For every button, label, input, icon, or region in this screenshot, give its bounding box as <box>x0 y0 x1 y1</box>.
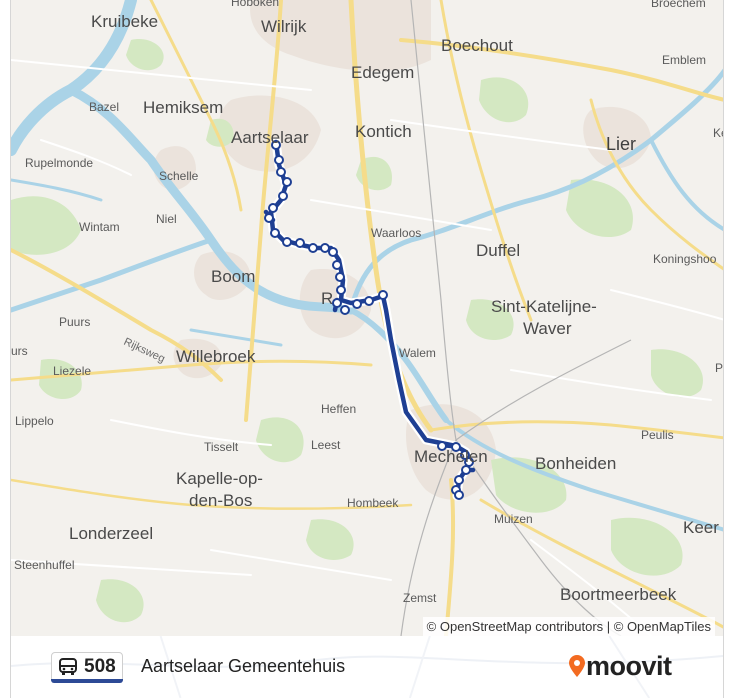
bus-stop-29 <box>454 490 464 500</box>
bus-stop-13 <box>328 247 338 257</box>
label-liezele: Liezele <box>53 364 91 378</box>
moovit-wordmark: moovit <box>586 650 672 681</box>
bus-icon <box>59 658 77 675</box>
label-rumst: R <box>321 289 333 308</box>
label-duffel: Duffel <box>476 241 520 260</box>
label-waarloos: Waarloos <box>371 226 421 240</box>
label-walem: Walem <box>399 346 436 360</box>
bus-stop-2 <box>274 155 284 165</box>
bus-stop-8 <box>270 228 280 238</box>
bus-stops <box>264 140 474 500</box>
label-waver: Waver <box>523 319 572 338</box>
label-koningshooikt: Koningshoo <box>653 252 717 266</box>
bus-stop-27 <box>454 475 464 485</box>
bus-stop-21 <box>378 290 388 300</box>
bus-stop-3 <box>276 167 286 177</box>
label-boom: Boom <box>211 267 255 286</box>
label-lippelo: Lippelo <box>15 414 54 428</box>
label-willebroek: Willebroek <box>176 347 256 366</box>
bus-stop-6 <box>268 203 278 213</box>
label-hombeek: Hombeek <box>347 496 399 510</box>
bus-stop-4 <box>282 177 292 187</box>
route-number: 508 <box>84 656 116 677</box>
label-peulis: Peulis <box>641 428 674 442</box>
moovit-pin-icon <box>569 655 585 677</box>
bus-stop-16 <box>336 285 346 295</box>
label-zemst: Zemst <box>403 591 437 605</box>
label-broechem: Broechem <box>651 0 706 10</box>
bus-stop-14 <box>332 260 342 270</box>
label-urs: urs <box>11 344 28 358</box>
bus-stop-5 <box>278 191 288 201</box>
bus-stop-9 <box>282 237 292 247</box>
label-rupelmonde: Rupelmonde <box>25 156 93 170</box>
label-kapelle-2: den-Bos <box>189 491 252 510</box>
map-attribution[interactable]: © OpenStreetMap contributors | © OpenMap… <box>422 617 715 636</box>
route-footer: 508 Aartselaar Gemeentehuis moovit <box>10 636 724 698</box>
label-boechout: Boechout <box>441 36 513 55</box>
label-kontich: Kontich <box>355 122 412 141</box>
bus-stop-19 <box>352 299 362 309</box>
label-sint-katelijne: Sint-Katelijne- <box>491 297 597 316</box>
label-tisselt: Tisselt <box>204 440 239 454</box>
label-schelle: Schelle <box>159 169 199 183</box>
label-kruibeke: Kruibeke <box>91 12 158 31</box>
bus-stop-1 <box>271 140 281 150</box>
label-keerbergen: Keer <box>683 518 719 537</box>
label-leest: Leest <box>311 438 341 452</box>
bus-stop-7 <box>264 213 274 223</box>
bus-stop-22 <box>437 441 447 451</box>
label-bazel: Bazel <box>89 100 119 114</box>
route-name: Aartselaar Gemeentehuis <box>141 656 346 676</box>
route-badge[interactable]: 508 <box>51 652 123 683</box>
bus-stop-23 <box>451 442 461 452</box>
bus-stop-17 <box>332 298 342 308</box>
bus-stop-18 <box>340 305 350 315</box>
major-roads <box>11 0 723 636</box>
label-emblem: Emblem <box>662 53 706 67</box>
label-muizen: Muizen <box>494 512 533 526</box>
label-puurs: Puurs <box>59 315 90 329</box>
map-canvas[interactable]: Kruibeke Hoboken Wilrijk Boechout Broech… <box>11 0 724 636</box>
label-ke: Ke <box>713 126 724 140</box>
label-hoboken: Hoboken <box>231 0 279 9</box>
label-edegem: Edegem <box>351 63 414 82</box>
label-bonheiden: Bonheiden <box>535 454 616 473</box>
label-p: P <box>715 361 723 375</box>
map-area[interactable]: Kruibeke Hoboken Wilrijk Boechout Broech… <box>10 0 724 636</box>
bus-stop-10 <box>295 238 305 248</box>
bus-stop-12 <box>320 243 330 253</box>
label-wilrijk: Wilrijk <box>261 17 307 36</box>
bus-stop-15 <box>335 272 345 282</box>
label-boortmeerbeek: Boortmeerbeek <box>560 585 677 604</box>
label-londerzeel: Londerzeel <box>69 524 153 543</box>
label-heffen: Heffen <box>321 402 356 416</box>
bus-stop-26 <box>461 465 471 475</box>
water <box>11 0 723 532</box>
label-kapelle-1: Kapelle-op- <box>176 469 263 488</box>
bus-stop-11 <box>308 243 318 253</box>
route-color-bar <box>51 679 123 683</box>
label-lier: Lier <box>606 134 636 154</box>
label-aartselaar: Aartselaar <box>231 128 309 147</box>
bus-stop-20 <box>364 296 374 306</box>
label-mechelen: Mechelen <box>414 447 488 466</box>
label-steenhuffel: Steenhuffel <box>14 558 75 572</box>
label-niel: Niel <box>156 212 177 226</box>
moovit-logo[interactable]: moovit <box>569 650 672 682</box>
label-hemiksem: Hemiksem <box>143 98 223 117</box>
label-wintam: Wintam <box>79 220 120 234</box>
minor-roads <box>11 59 723 636</box>
green-areas <box>11 39 703 623</box>
